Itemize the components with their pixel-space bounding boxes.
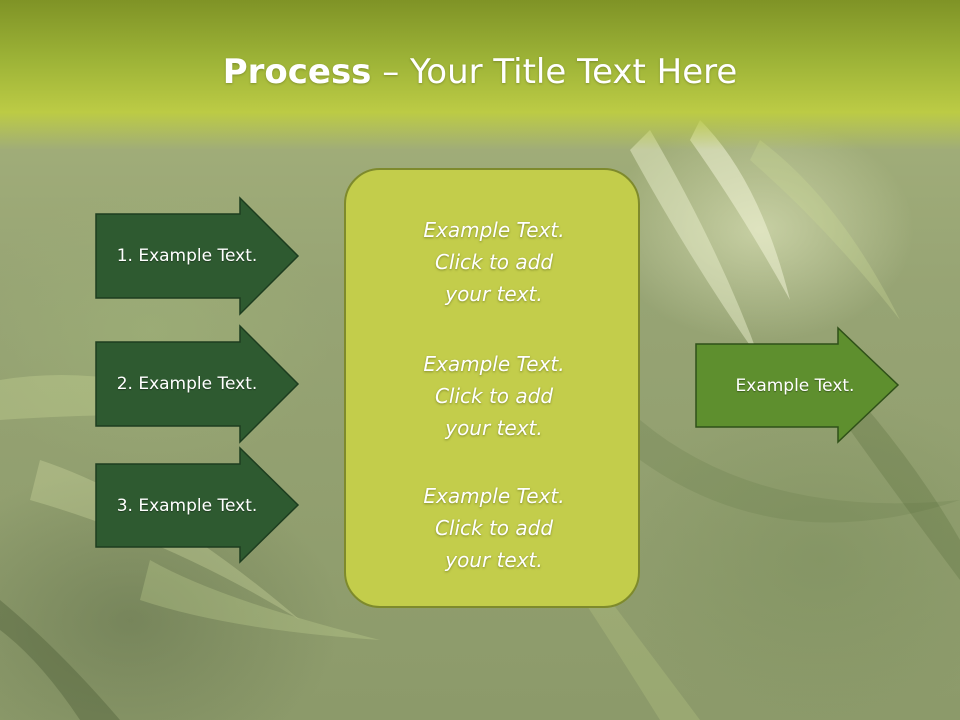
output-label: Example Text. — [735, 375, 855, 396]
step-3-label: 3. Example Text. — [116, 495, 258, 516]
step-2-label: 2. Example Text. — [116, 374, 258, 394]
text-line: your text. — [445, 548, 543, 572]
title-rest-part: – Your Title Text Here — [371, 52, 738, 92]
text-block-3[interactable]: Example Text. Click to add your text. — [346, 480, 642, 576]
output-arrow[interactable] — [695, 326, 900, 444]
step-1-arrow[interactable] — [95, 196, 300, 316]
text-line: Click to add — [434, 250, 554, 274]
text-line: Example Text. — [423, 218, 565, 242]
text-line: your text. — [445, 416, 543, 440]
text-line: Example Text. — [423, 352, 565, 376]
title-bold-part: Process — [222, 52, 372, 92]
text-line: Example Text. — [423, 484, 565, 508]
text-line: your text. — [445, 282, 543, 306]
step-2-arrow[interactable] — [95, 324, 300, 444]
step-1-label: 1. Example Text. — [116, 246, 258, 266]
text-line: Click to add — [434, 384, 554, 408]
slide-title[interactable]: Process – Your Title Text Here — [0, 52, 960, 92]
center-text-box[interactable]: Example Text. Click to add your text. Ex… — [344, 168, 640, 608]
text-line: Click to add — [434, 516, 554, 540]
text-block-1[interactable]: Example Text. Click to add your text. — [346, 214, 642, 310]
title-bar — [0, 0, 960, 150]
text-block-2[interactable]: Example Text. Click to add your text. — [346, 348, 642, 444]
step-3-arrow[interactable] — [95, 446, 300, 564]
